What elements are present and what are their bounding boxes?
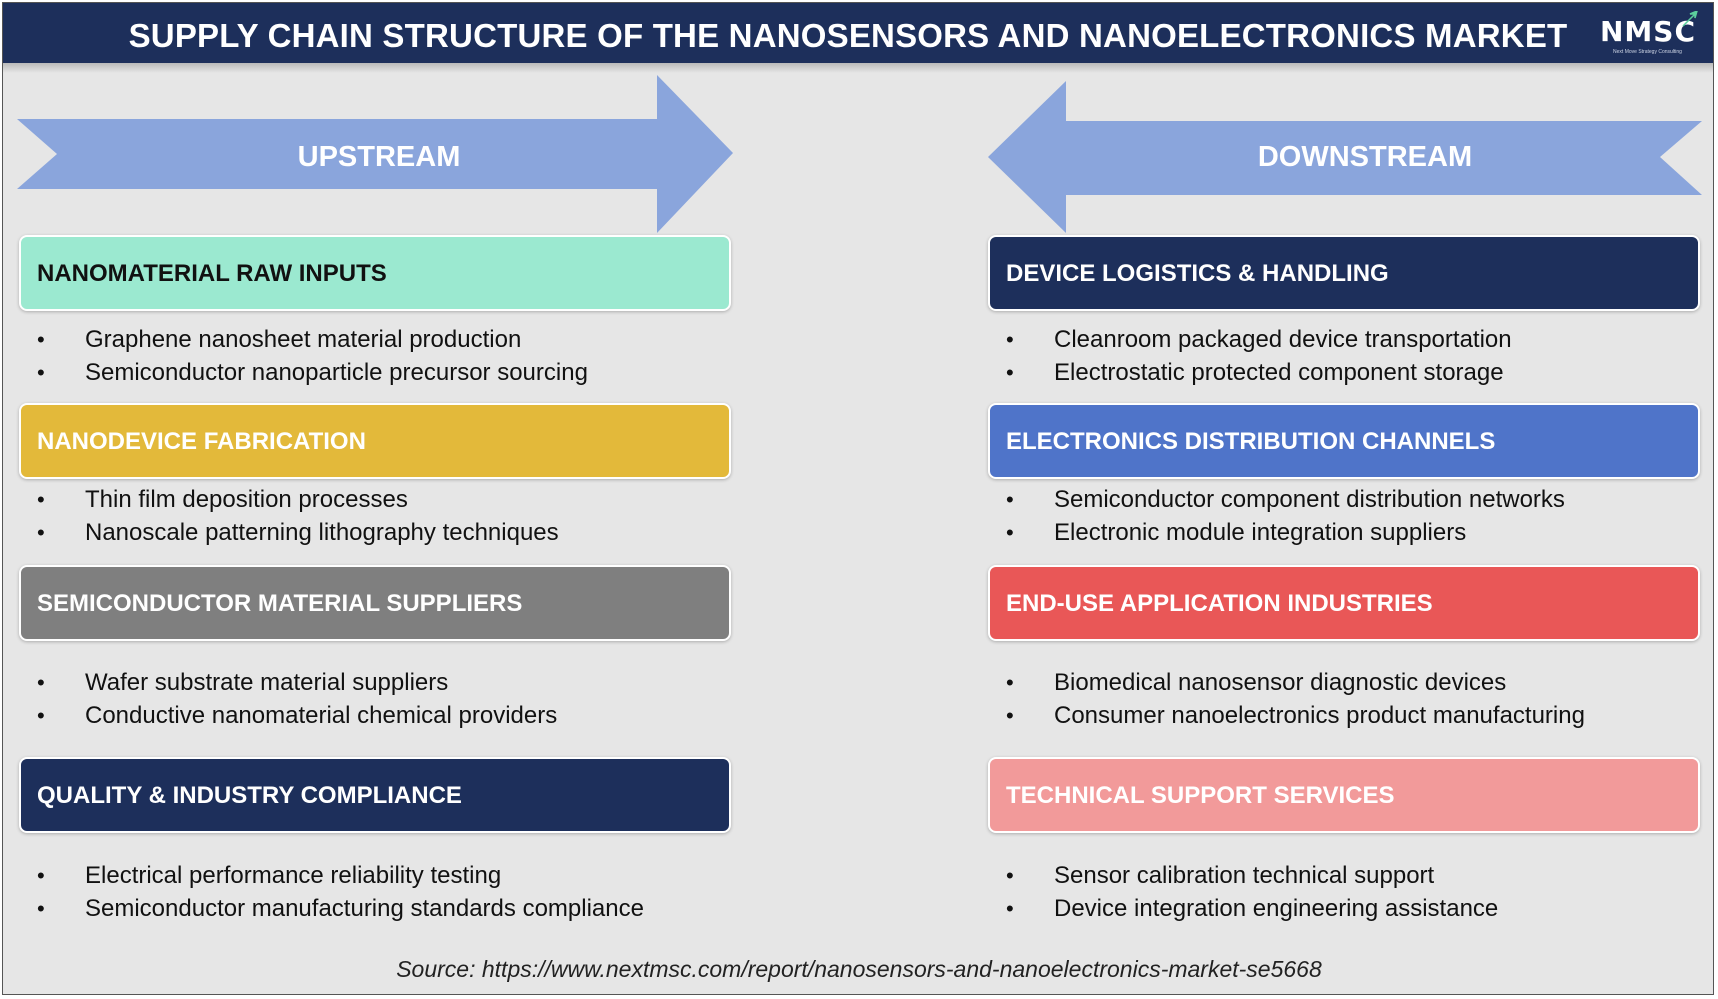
bullet-icon: • bbox=[1006, 327, 1014, 352]
bullet-icon: • bbox=[1006, 670, 1014, 695]
downstream-section-box: DEVICE LOGISTICS & HANDLING bbox=[988, 235, 1700, 311]
bullet-icon: • bbox=[1006, 863, 1014, 888]
source-citation: Source: https://www.nextmsc.com/report/n… bbox=[396, 956, 1322, 982]
upstream-section-title: SEMICONDUCTOR MATERIAL SUPPLIERS bbox=[37, 590, 523, 617]
list-item: • Semiconductor nanoparticle precursor so… bbox=[19, 356, 588, 389]
upstream-section-title: QUALITY & INDUSTRY COMPLIANCE bbox=[37, 782, 462, 809]
list-item-text: Nanoscale patterning lithography techniq… bbox=[85, 519, 559, 546]
list-item: • Semiconductor component distribution ne… bbox=[988, 483, 1565, 516]
header-shadow bbox=[3, 63, 1713, 73]
list-item: • Wafer substrate material suppliers bbox=[19, 666, 557, 699]
list-item: • Electronic module integration suppliers bbox=[988, 516, 1565, 549]
list-item-text: Cleanroom packaged device transportation bbox=[1054, 326, 1512, 353]
bullet-icon: • bbox=[37, 703, 45, 728]
list-item: • Electrostatic protected component stora… bbox=[988, 356, 1512, 389]
upstream-section-box: NANOMATERIAL RAW INPUTS bbox=[19, 235, 731, 311]
bullet-icon: • bbox=[37, 360, 45, 385]
upstream-bullet-list: • Electrical performance reliability test… bbox=[19, 859, 644, 925]
downstream-section-title: END-USE APPLICATION INDUSTRIES bbox=[1006, 590, 1433, 617]
bullet-icon: • bbox=[1006, 896, 1014, 921]
bullet-icon: • bbox=[1006, 520, 1014, 545]
downstream-label: DOWNSTREAM bbox=[1257, 141, 1473, 173]
downstream-bullet-list: • Semiconductor component distribution ne… bbox=[988, 483, 1565, 549]
bullet-icon: • bbox=[37, 863, 45, 888]
downstream-arrow bbox=[988, 81, 1702, 233]
list-item-text: Thin film deposition processes bbox=[85, 486, 408, 513]
list-item: • Cleanroom packaged device transportatio… bbox=[988, 323, 1512, 356]
list-item-text: Sensor calibration technical support bbox=[1054, 862, 1435, 889]
upstream-arrow bbox=[17, 75, 733, 233]
list-item-text: Biomedical nanosensor diagnostic devices bbox=[1054, 669, 1507, 696]
downstream-section-title: DEVICE LOGISTICS & HANDLING bbox=[1006, 260, 1389, 287]
logo-text: NMSC bbox=[1600, 15, 1697, 48]
list-item-text: Graphene nanosheet material production bbox=[85, 326, 522, 353]
logo-tagline: Next Move Strategy Consulting bbox=[1613, 49, 1682, 55]
list-item: • Semiconductor manufacturing standards c… bbox=[19, 892, 644, 925]
list-item: • Sensor calibration technical support bbox=[988, 859, 1498, 892]
list-item-text: Semiconductor component distribution net… bbox=[1054, 486, 1565, 513]
upstream-bullet-list: •Graphene nanosheet material production•… bbox=[19, 323, 588, 389]
downstream-section-box: END-USE APPLICATION INDUSTRIES bbox=[988, 565, 1700, 641]
upstream-section-title: NANOMATERIAL RAW INPUTS bbox=[37, 260, 387, 287]
nmsc-logo: NMSC Next Move Strategy Consulting bbox=[1600, 11, 1698, 57]
upstream-section-box: NANODEVICE FABRICATION bbox=[19, 403, 731, 479]
bullet-icon: • bbox=[1006, 487, 1014, 512]
upstream-section-box: SEMICONDUCTOR MATERIAL SUPPLIERS bbox=[19, 565, 731, 641]
header-bar: SUPPLY CHAIN STRUCTURE OF THE NANOSENSOR… bbox=[3, 3, 1713, 63]
list-item: • Biomedical nanosensor diagnostic device… bbox=[988, 666, 1585, 699]
list-item-text: Wafer substrate material suppliers bbox=[85, 669, 449, 696]
list-item-text: Conductive nanomaterial chemical provide… bbox=[85, 702, 558, 729]
list-item-text: Electrical performance reliability testi… bbox=[85, 862, 502, 889]
downstream-section-title: TECHNICAL SUPPORT SERVICES bbox=[1006, 782, 1395, 809]
downstream-section-box: ELECTRONICS DISTRIBUTION CHANNELS bbox=[988, 403, 1700, 479]
list-item: • Thin film deposition processes bbox=[19, 483, 559, 516]
downstream-section-title: ELECTRONICS DISTRIBUTION CHANNELS bbox=[1006, 428, 1496, 455]
upstream-label: UPSTREAM bbox=[297, 141, 461, 173]
upstream-section-box: QUALITY & INDUSTRY COMPLIANCE bbox=[19, 757, 731, 833]
downstream-bullet-list: • Cleanroom packaged device transportatio… bbox=[988, 323, 1512, 389]
bullet-icon: • bbox=[37, 327, 45, 352]
bullet-icon: • bbox=[37, 670, 45, 695]
list-item: • Graphene nanosheet material production bbox=[19, 323, 588, 356]
list-item-text: Consumer nanoelectronics product manufac… bbox=[1054, 702, 1585, 729]
list-item: • Consumer nanoelectronics product manufa… bbox=[988, 699, 1585, 732]
list-item: • Nanoscale patterning lithography techni… bbox=[19, 516, 559, 549]
upstream-section-title: NANODEVICE FABRICATION bbox=[37, 428, 366, 455]
bullet-icon: • bbox=[1006, 360, 1014, 385]
list-item-text: Electrostatic protected component storag… bbox=[1054, 359, 1504, 386]
list-item-text: Electronic module integration suppliers bbox=[1054, 519, 1467, 546]
list-item: • Conductive nanomaterial chemical provid… bbox=[19, 699, 557, 732]
upstream-bullet-list: • Thin film deposition processes • Nanoscal… bbox=[19, 483, 559, 549]
list-item-text: Semiconductor nanoparticle precursor sou… bbox=[85, 359, 588, 386]
downstream-section-box: TECHNICAL SUPPORT SERVICES bbox=[988, 757, 1700, 833]
logo-arrow-icon bbox=[1682, 11, 1698, 27]
downstream-bullet-list: • Biomedical nanosensor diagnostic device… bbox=[988, 666, 1585, 732]
downstream-bullet-list: • Sensor calibration technical support • De… bbox=[988, 859, 1498, 925]
bullet-icon: • bbox=[37, 487, 45, 512]
page-title: SUPPLY CHAIN STRUCTURE OF THE NANOSENSOR… bbox=[128, 17, 1568, 54]
upstream-bullet-list: • Wafer substrate material suppliers • Cond… bbox=[19, 666, 557, 732]
bullet-icon: • bbox=[37, 520, 45, 545]
list-item-text: Device integration engineering assistanc… bbox=[1054, 895, 1499, 922]
bullet-icon: • bbox=[1006, 703, 1014, 728]
list-item-text: Semiconductor manufacturing standards co… bbox=[85, 895, 644, 922]
list-item: • Electrical performance reliability test… bbox=[19, 859, 644, 892]
bullet-icon: • bbox=[37, 896, 45, 921]
list-item: • Device integration engineering assistan… bbox=[988, 892, 1498, 925]
